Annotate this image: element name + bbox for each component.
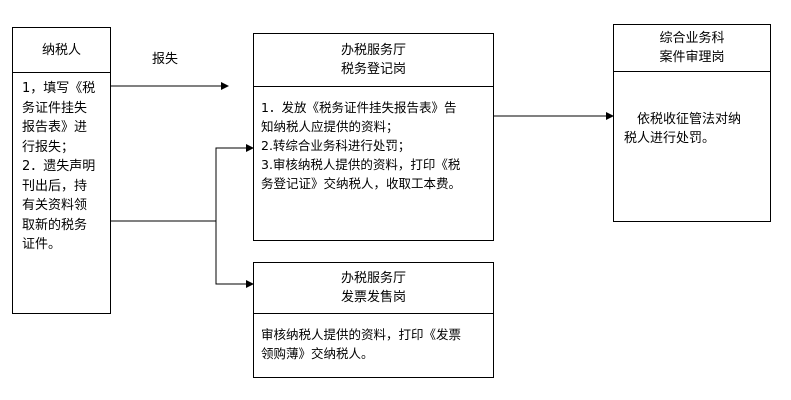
taxpayer-title: 纳税人: [13, 28, 110, 73]
arrow-branch-to-invoice: [215, 221, 254, 288]
registration-line: 务登记证》交纳税人，收取工本费。: [261, 176, 462, 191]
invoice-title-line-1: 办税服务厅: [340, 271, 406, 286]
taxpayer-line: 1，填写《税: [22, 81, 96, 96]
taxpayer-line: 行报失；: [22, 139, 75, 155]
invoice-title: 办税服务厅 发票发售岗: [254, 263, 493, 314]
taxpayer-line: 刊出后，持: [22, 178, 88, 194]
general-title: 综合业务科 案件审理岗: [614, 25, 770, 72]
invoice-title-line-2: 发票发售岗: [340, 290, 406, 305]
registration-title-line-2: 税务登记岗: [340, 62, 406, 77]
taxpayer-steps: 1，填写《税 务证件挂失 报告表》进 行报失； 2．遗失声明 刊出后，持 有关资…: [13, 73, 110, 259]
taxpayer-line: 有关资料领: [22, 198, 88, 213]
registration-box: 办税服务厅 税务登记岗 1．发放《税务证件挂失报告表》告 知纳税人应提供的资料；…: [253, 33, 494, 241]
invoice-line: 审核纳税人提供的资料，打印《发票: [261, 327, 462, 342]
taxpayer-line: 证件。: [22, 237, 62, 252]
registration-line: 知纳税人应提供的资料；: [261, 119, 399, 134]
general-steps: 依税收征管法对纳 税人进行处罚。: [614, 72, 770, 152]
taxpayer-line: 取新的税务: [22, 217, 88, 233]
taxpayer-title-text: 纳税人: [41, 42, 81, 58]
edge-label-report-loss: 报失: [152, 52, 179, 67]
invoice-steps: 审核纳税人提供的资料，打印《发票 领购薄》交纳税人。: [254, 314, 493, 367]
taxpayer-line: 2．遗失声明: [22, 159, 96, 174]
registration-title-line-1: 办税服务厅: [340, 43, 406, 58]
registration-line: 2.转综合业务科进行处罚；: [261, 138, 411, 153]
general-title-line-1: 综合业务科: [659, 31, 725, 46]
taxpayer-line: 报告表》进: [22, 120, 88, 135]
invoice-box: 办税服务厅 发票发售岗 审核纳税人提供的资料，打印《发票 领购薄》交纳税人。: [253, 262, 494, 378]
general-title-line-2: 案件审理岗: [659, 50, 725, 65]
arrow-branch-to-registration: [215, 144, 254, 221]
registration-steps: 1．发放《税务证件挂失报告表》告 知纳税人应提供的资料； 2.转综合业务科进行处…: [254, 87, 493, 197]
invoice-line: 领购薄》交纳税人。: [261, 346, 374, 361]
general-line: 税人进行处罚。: [624, 131, 716, 146]
registration-line: 1．发放《税务证件挂失报告表》告: [261, 100, 457, 115]
taxpayer-line: 务证件挂失: [22, 100, 88, 116]
general-line: 依税收征管法对纳: [637, 112, 742, 127]
taxpayer-box: 纳税人 1，填写《税 务证件挂失 报告表》进 行报失； 2．遗失声明 刊出后，持…: [12, 27, 111, 314]
general-box: 综合业务科 案件审理岗 依税收征管法对纳 税人进行处罚。: [613, 24, 771, 222]
registration-title: 办税服务厅 税务登记岗: [254, 34, 493, 87]
registration-line: 3.审核纳税人提供的资料，打印《税: [261, 157, 461, 172]
